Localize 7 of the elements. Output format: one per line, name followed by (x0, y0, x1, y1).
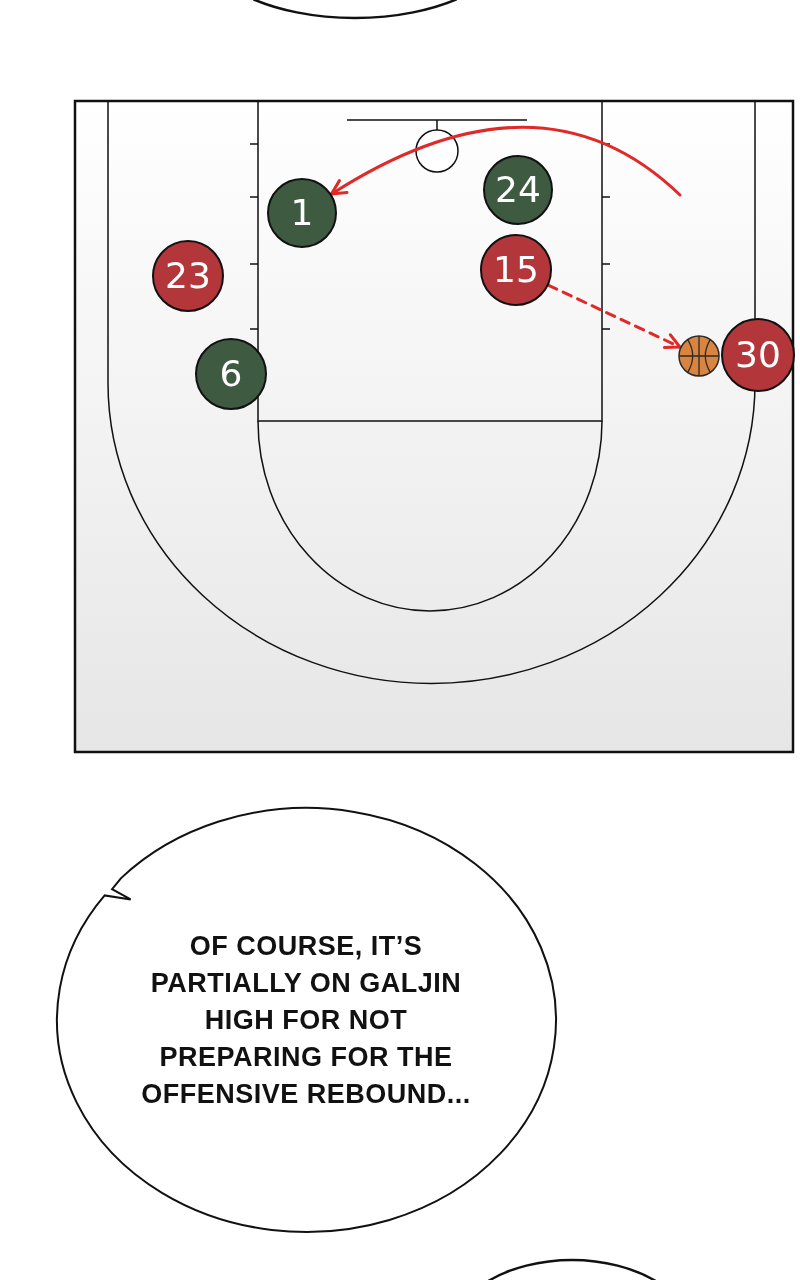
speech-bubble (488, 1258, 656, 1280)
dashed-arrow (547, 283, 682, 349)
speech-text: OF COURSE, IT’S PARTIALLY ON GALJIN HIGH FOR NOT PREPARING FOR THE OFFENSIVE REBOUND... (140, 930, 472, 1111)
basketball-icon (678, 335, 720, 377)
speech-bubble (55, 806, 558, 1234)
speech-bubble (253, 0, 457, 20)
curved-arrow (329, 125, 682, 197)
